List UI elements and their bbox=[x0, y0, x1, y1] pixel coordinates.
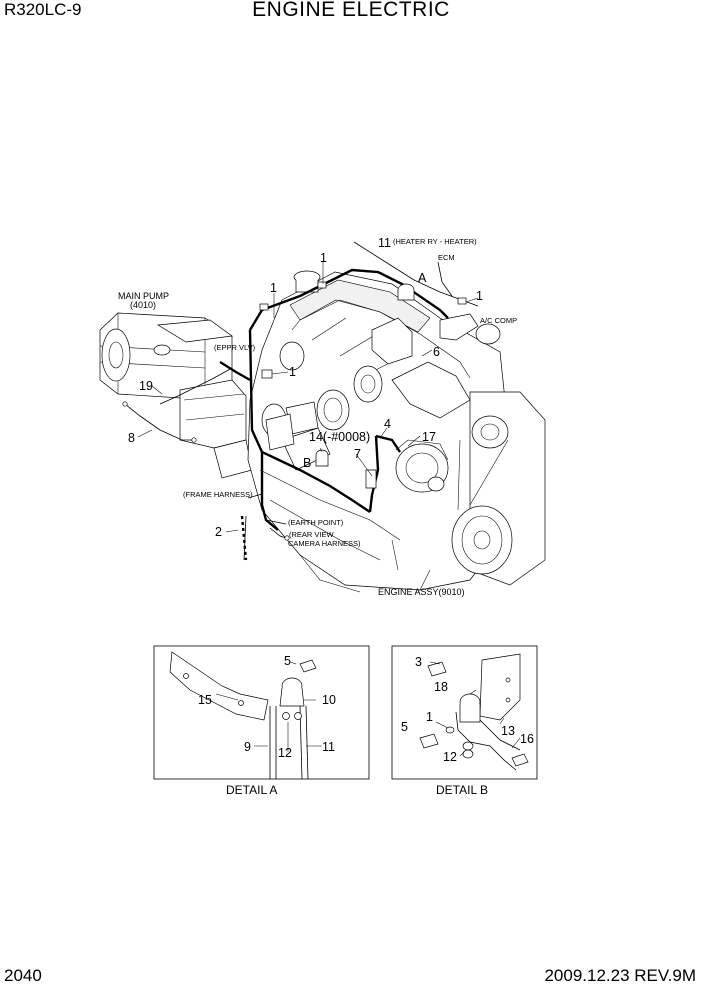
callout-17: 17 bbox=[422, 430, 436, 444]
callout-4: 4 bbox=[384, 417, 391, 431]
callout-11: 11 bbox=[378, 236, 391, 250]
detail-a-callout-5: 5 bbox=[284, 654, 291, 668]
callout-19: 19 bbox=[139, 379, 153, 393]
earth-point-label: (EARTH POINT) bbox=[288, 518, 344, 527]
callout-8: 8 bbox=[128, 431, 135, 445]
detail-b-callout-1: 1 bbox=[426, 710, 433, 724]
callout-14: 14(-#0008) bbox=[309, 430, 370, 444]
main-pump-label: MAIN PUMP bbox=[118, 291, 169, 301]
detail-a-marker: A bbox=[418, 271, 427, 285]
main-pump-code: (4010) bbox=[130, 300, 156, 310]
model-number: R320LC-9 bbox=[4, 0, 82, 19]
detail-b-panel bbox=[391, 645, 538, 780]
heater-ry-label: (HEATER RY - HEATER) bbox=[393, 237, 477, 246]
main-pump-drawing bbox=[99, 312, 253, 479]
ecm-label: ECM bbox=[438, 253, 455, 262]
detail-a-callout-9: 9 bbox=[244, 740, 251, 754]
detail-a-callout-15: 15 bbox=[198, 693, 212, 707]
page-title: ENGINE ELECTRIC bbox=[252, 0, 450, 21]
ac-comp-label: A/C COMP bbox=[480, 316, 517, 325]
frame-harness-label: (FRAME HARNESS) bbox=[183, 490, 253, 499]
detail-b-caption: DETAIL B bbox=[436, 783, 488, 797]
callout-1-mid: 1 bbox=[289, 365, 296, 379]
callout-2: 2 bbox=[215, 525, 222, 539]
detail-a-panel bbox=[153, 645, 370, 780]
callout-7: 7 bbox=[354, 447, 361, 461]
date-revision: 2009.12.23 REV.9M bbox=[544, 966, 696, 985]
engine-assy-label: ENGINE ASSY(9010) bbox=[378, 587, 465, 597]
engine-block-drawing bbox=[247, 270, 546, 593]
callout-6: 6 bbox=[433, 345, 440, 359]
detail-b-callout-3: 3 bbox=[415, 655, 422, 669]
detail-b-callout-12: 12 bbox=[443, 750, 457, 764]
page-number: 2040 bbox=[4, 966, 42, 985]
rear-view-label-2: CAMERA HARNESS) bbox=[288, 539, 361, 548]
detail-a-callout-11: 11 bbox=[322, 740, 335, 754]
callout-1-top: 1 bbox=[320, 251, 327, 265]
detail-a-callout-10: 10 bbox=[322, 693, 336, 707]
detail-b-callout-16: 16 bbox=[520, 732, 534, 746]
wiring-harness bbox=[122, 241, 479, 561]
detail-a-callout-12: 12 bbox=[278, 746, 292, 760]
detail-b-callout-5: 5 bbox=[401, 720, 408, 734]
rear-view-label-1: (REAR VIEW bbox=[289, 530, 335, 539]
detail-b-callout-13: 13 bbox=[501, 724, 515, 738]
detail-b-marker: B bbox=[303, 456, 311, 470]
detail-a-caption: DETAIL A bbox=[226, 783, 277, 797]
callout-1-right: 1 bbox=[476, 289, 483, 303]
eppr-vlv-label: (EPPR VLV) bbox=[214, 343, 256, 352]
detail-b-callout-18: 18 bbox=[434, 680, 448, 694]
callout-1-left: 1 bbox=[270, 281, 277, 295]
callout-leaders bbox=[137, 262, 479, 533]
